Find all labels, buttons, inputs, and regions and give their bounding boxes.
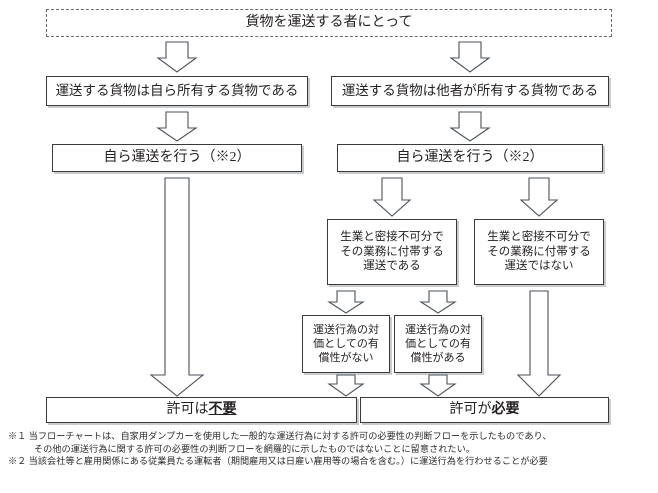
- node-incidental-yes-line2: その業務に付帯する: [340, 245, 444, 258]
- node-no-compensation-line2: 価としての有: [313, 337, 379, 350]
- down-block-arrow-has-compensation-to-result: [419, 374, 457, 397]
- footnote-1-line-1: ※１ 当フローチャートは、自家用ダンプカーを使用した一般的な運送行為に対する許可…: [8, 430, 654, 443]
- footnote-1-marker: ※１: [8, 431, 27, 441]
- node-right-other-cargo-label: 運送する貨物は他者が所有する貨物である: [341, 83, 599, 99]
- down-block-arrow-title-to-right: [449, 41, 491, 73]
- node-incidental-no-line3: 運送ではない: [504, 260, 574, 273]
- result-permit-not-required-prefix: 許可は: [166, 402, 209, 418]
- result-permit-required: 許可が必要: [360, 397, 609, 423]
- footnote-2-line-1: ※２ 当該会社等と雇用関係にある従業員たる運転者（期間雇用又は日雇い雇用等の場合…: [8, 455, 654, 468]
- node-incidental-no: 生業と密接不可分で その業務に付帯する 運送ではない: [474, 219, 604, 285]
- node-has-compensation: 運送行為の対 価としての有 償性がある: [394, 315, 482, 373]
- down-block-arrow-right-cargo-to-transport: [449, 111, 491, 142]
- footnote-1-text: 当フローチャートは、自家用ダンプカーを使用した一般的な運送行為に対する許可の必要…: [28, 431, 552, 441]
- down-block-long-arrow-incidental-no-to-result: [516, 290, 562, 397]
- node-right-self-transport-label: 自ら運送を行う（※2）: [396, 150, 544, 166]
- down-block-arrow-incidental-yes-to-has-compensation: [419, 290, 457, 314]
- footnote-2-text: 当該会社等と雇用関係にある従業員たる運転者（期間雇用又は日雇い雇用等の場合を含む…: [28, 456, 548, 467]
- node-left-own-cargo-label: 運送する貨物は自ら所有する貨物である: [55, 83, 299, 99]
- node-left-self-transport: 自ら運送を行う（※2）: [52, 144, 302, 172]
- node-incidental-no-line2: その業務に付帯する: [487, 245, 591, 258]
- down-block-arrow-left-cargo-to-transport: [156, 111, 198, 142]
- down-block-arrow-title-to-left: [156, 41, 198, 73]
- node-has-compensation-line3: 償性がある: [410, 352, 466, 365]
- node-incidental-yes-line3: 運送である: [363, 260, 421, 273]
- down-block-arrow-right-transport-to-incidental-yes: [372, 177, 412, 217]
- result-permit-not-required-emphasis: 不要: [208, 402, 237, 418]
- node-no-compensation-line1: 運送行為の対: [313, 323, 379, 336]
- footnote-1-continuation-text: その他の運送行為に関する許可の必要性の判断フローを網羅的に示したものではないこと…: [34, 443, 475, 454]
- node-incidental-yes: 生業と密接不可分で その業務に付帯する 運送である: [327, 219, 457, 285]
- down-block-arrow-incidental-yes-to-no-compensation: [327, 290, 365, 314]
- footnote-1-line-2: その他の運送行為に関する許可の必要性の判断フローを網羅的に示したものではないこと…: [8, 443, 654, 456]
- down-block-arrow-right-transport-to-incidental-no: [519, 177, 559, 217]
- node-incidental-yes-line1: 生業と密接不可分で: [340, 230, 444, 243]
- node-right-other-cargo: 運送する貨物は他者が所有する貨物である: [331, 76, 609, 106]
- footnotes: ※１ 当フローチャートは、自家用ダンプカーを使用した一般的な運送行為に対する許可…: [8, 430, 654, 468]
- flowchart-title-box: 貨物を運送する者にとって: [46, 9, 612, 37]
- node-right-self-transport: 自ら運送を行う（※2）: [337, 144, 603, 172]
- flowchart-title-label: 貨物を運送する者にとって: [245, 15, 413, 31]
- result-permit-required-emphasis: 必要: [491, 402, 520, 418]
- node-has-compensation-line2: 価としての有: [405, 337, 471, 350]
- down-block-arrow-no-compensation-to-result: [327, 374, 365, 397]
- result-permit-required-prefix: 許可が: [449, 402, 492, 418]
- result-permit-not-required: 許可は不要: [46, 397, 357, 423]
- node-left-self-transport-label: 自ら運送を行う（※2）: [103, 150, 251, 166]
- node-incidental-no-line1: 生業と密接不可分で: [487, 230, 591, 243]
- node-no-compensation: 運送行為の対 価としての有 償性がない: [302, 315, 390, 373]
- node-has-compensation-line1: 運送行為の対: [405, 323, 471, 336]
- footnote-2-marker: ※２: [8, 456, 27, 467]
- down-block-long-arrow-left-to-result: [149, 177, 205, 397]
- node-left-own-cargo: 運送する貨物は自ら所有する貨物である: [46, 76, 308, 106]
- node-no-compensation-line3: 償性がない: [318, 352, 374, 365]
